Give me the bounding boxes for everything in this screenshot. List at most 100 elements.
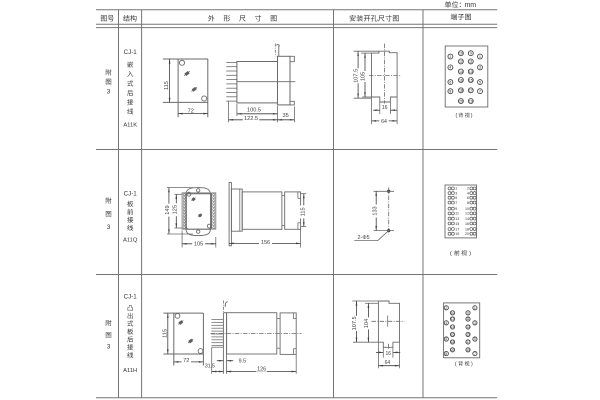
- svg-text:12: 12: [465, 212, 469, 216]
- svg-text:17: 17: [455, 227, 459, 231]
- svg-text:18: 18: [465, 227, 469, 231]
- svg-text:2: 2: [449, 55, 451, 59]
- svg-text:CJ-1: CJ-1: [124, 49, 138, 56]
- svg-text:14: 14: [459, 70, 463, 74]
- svg-text:4: 4: [449, 66, 451, 70]
- svg-text:(: (: [456, 113, 458, 119]
- svg-text:156: 156: [261, 240, 270, 246]
- svg-text:(: (: [455, 361, 457, 367]
- svg-text:3: 3: [107, 344, 111, 351]
- svg-text:20: 20: [465, 232, 469, 236]
- svg-text:18: 18: [459, 89, 463, 93]
- svg-text:72: 72: [188, 108, 194, 114]
- svg-text:122.5: 122.5: [244, 116, 258, 122]
- svg-text:15: 15: [455, 222, 459, 226]
- svg-text:4: 4: [445, 321, 447, 325]
- svg-text:): ): [471, 113, 473, 119]
- svg-text:126: 126: [257, 367, 266, 373]
- svg-text:13: 13: [469, 70, 473, 74]
- svg-text:3: 3: [455, 191, 457, 195]
- svg-text:5: 5: [474, 337, 476, 341]
- svg-text:19: 19: [469, 99, 473, 103]
- svg-text:64: 64: [381, 119, 387, 125]
- svg-text:19: 19: [466, 348, 470, 352]
- svg-text:100.5: 100.5: [247, 108, 261, 114]
- svg-text:3: 3: [474, 321, 476, 325]
- svg-text:19: 19: [455, 232, 459, 236]
- svg-text:14: 14: [451, 325, 455, 329]
- svg-text:11: 11: [466, 317, 470, 321]
- svg-text:3: 3: [107, 224, 111, 231]
- svg-text:(: (: [450, 251, 452, 257]
- svg-text:16: 16: [382, 105, 388, 111]
- svg-text:2-Φ5: 2-Φ5: [358, 235, 370, 241]
- svg-text:20: 20: [459, 99, 463, 103]
- svg-text:125: 125: [173, 205, 179, 214]
- svg-text:115: 115: [300, 207, 306, 216]
- svg-text:): ): [471, 361, 473, 367]
- svg-text:10: 10: [459, 51, 463, 55]
- svg-text:3: 3: [479, 66, 481, 70]
- svg-text:1: 1: [479, 55, 481, 59]
- svg-text:1: 1: [474, 306, 476, 310]
- svg-text:72: 72: [183, 358, 189, 364]
- svg-text:4: 4: [467, 191, 469, 195]
- svg-text:5: 5: [455, 196, 457, 200]
- svg-text:): ): [469, 251, 471, 257]
- svg-text:11: 11: [455, 212, 459, 216]
- svg-text:104: 104: [364, 319, 370, 328]
- svg-text:16: 16: [465, 222, 469, 226]
- svg-text:A11K: A11K: [123, 122, 137, 128]
- svg-text:115: 115: [164, 81, 170, 90]
- svg-text:31.5: 31.5: [205, 364, 215, 370]
- svg-text:9: 9: [455, 207, 457, 211]
- svg-text:14: 14: [465, 217, 469, 221]
- svg-text:9.5: 9.5: [239, 358, 247, 364]
- svg-text:8: 8: [445, 352, 447, 356]
- svg-text:9: 9: [470, 51, 472, 55]
- svg-text:9: 9: [467, 311, 469, 315]
- svg-text:105: 105: [194, 241, 203, 247]
- svg-text:107.5: 107.5: [354, 69, 360, 83]
- svg-text:mm: mm: [464, 2, 476, 9]
- svg-text:107.5: 107.5: [352, 316, 358, 330]
- svg-text:17: 17: [469, 89, 473, 93]
- svg-text:1: 1: [455, 187, 457, 191]
- svg-text:105: 105: [360, 72, 366, 81]
- svg-text:8: 8: [449, 89, 451, 93]
- svg-text:16: 16: [451, 333, 455, 337]
- svg-text:3: 3: [107, 88, 111, 95]
- svg-text:12: 12: [451, 317, 455, 321]
- svg-text:5: 5: [479, 80, 481, 84]
- svg-text:10: 10: [451, 311, 455, 315]
- svg-text:17: 17: [466, 340, 470, 344]
- svg-text:7: 7: [455, 201, 457, 205]
- svg-text:18: 18: [451, 340, 455, 344]
- svg-text:A11Q: A11Q: [123, 237, 138, 243]
- svg-text:6: 6: [445, 337, 447, 341]
- svg-text:2: 2: [467, 187, 469, 191]
- svg-text:13: 13: [466, 325, 470, 329]
- svg-text:8: 8: [467, 201, 469, 205]
- svg-text:A11H: A11H: [123, 368, 137, 374]
- svg-text:15: 15: [469, 78, 473, 82]
- svg-text:20: 20: [451, 348, 455, 352]
- svg-text:15: 15: [466, 333, 470, 337]
- svg-text:CJ-1: CJ-1: [124, 191, 138, 198]
- svg-text:10: 10: [465, 207, 469, 211]
- svg-text:64: 64: [385, 360, 391, 366]
- svg-text:6: 6: [467, 196, 469, 200]
- svg-text:16: 16: [459, 78, 463, 82]
- svg-text:6: 6: [449, 80, 451, 84]
- svg-text:149: 149: [165, 205, 171, 214]
- svg-text:115: 115: [163, 329, 169, 338]
- svg-text:133: 133: [373, 206, 379, 215]
- svg-text:16: 16: [386, 351, 392, 357]
- svg-text:11: 11: [469, 60, 473, 64]
- svg-text:7: 7: [474, 352, 476, 356]
- svg-text:7: 7: [479, 89, 481, 93]
- svg-text:12: 12: [459, 60, 463, 64]
- svg-text:13: 13: [455, 217, 459, 221]
- svg-text:35: 35: [282, 113, 288, 119]
- svg-text:CJ-1: CJ-1: [124, 293, 138, 300]
